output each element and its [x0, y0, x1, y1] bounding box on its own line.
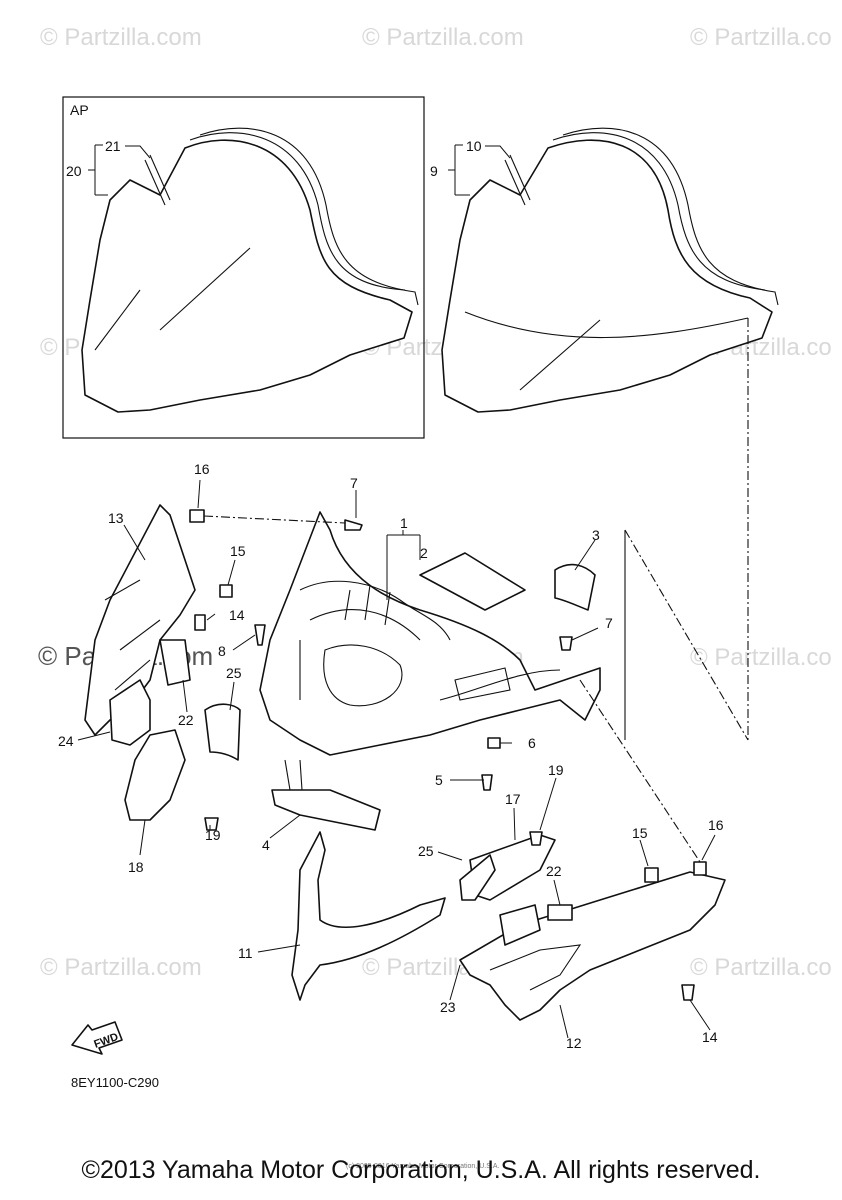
callout-24: 24: [58, 733, 74, 749]
ap-inset-frame: [62, 96, 425, 439]
pad-22: [159, 639, 191, 686]
callout-1: 1: [400, 515, 408, 531]
callout-9: 9: [430, 163, 438, 179]
pad-25: [204, 703, 241, 761]
callout-22: 22: [178, 712, 194, 728]
callout-10: 10: [466, 138, 482, 154]
screw-7b: [559, 636, 573, 651]
callout-23: 23: [440, 999, 456, 1015]
tiny-notice: (c) 2005-2016 Yamaha Motor Corporation, …: [346, 1163, 500, 1170]
screw-14: [194, 614, 206, 631]
upper-cowling: [259, 511, 601, 756]
screw-5: [481, 774, 493, 791]
grommet-16: [189, 509, 205, 523]
callout-14: 14: [229, 607, 245, 623]
callout-19b: 19: [548, 762, 564, 778]
panel-4: [271, 789, 381, 831]
nut-15b: [644, 867, 659, 883]
screw-19b: [529, 831, 543, 846]
callout-7: 7: [350, 475, 358, 491]
pad-22-right: [547, 904, 573, 921]
callout-4: 4: [262, 837, 270, 853]
leader-lines: [77, 479, 716, 1039]
callout-25: 25: [226, 665, 242, 681]
callout-16: 16: [194, 461, 210, 477]
callout-21: 21: [105, 138, 121, 154]
callout-8: 8: [218, 643, 226, 659]
screw-19: [204, 817, 219, 831]
copyright-notice: ©2013 Yamaha Motor Corporation, U.S.A. A…: [81, 1156, 761, 1184]
callout-13: 13: [108, 510, 124, 526]
callout-11: 11: [238, 945, 253, 961]
lower-fairing-12: [459, 871, 726, 1021]
fwd-arrow-icon: FWD: [71, 1021, 123, 1055]
panel-2: [419, 552, 526, 611]
callout-14b: 14: [702, 1029, 718, 1045]
callout-25b: 25: [418, 843, 434, 859]
panel-18: [124, 729, 186, 821]
callout-2: 2: [420, 545, 428, 561]
screw-7: [344, 519, 363, 531]
screw-8: [254, 624, 266, 646]
windshield: [441, 127, 779, 413]
watermark: © Partzilla.com: [40, 24, 202, 51]
lower-fairing-11: [291, 831, 446, 1001]
inset-box-label: AP: [70, 102, 89, 118]
callout-19: 19: [205, 827, 221, 843]
grommet-6: [487, 737, 501, 749]
pad-25-right: [459, 854, 496, 901]
callout-16b: 16: [708, 817, 724, 833]
callout-17: 17: [505, 791, 521, 807]
callout-labels: 1 2 3 4 5 6 7 7 8 9 10 11 12 13 14 14 15…: [58, 138, 724, 1051]
panel-24: [109, 679, 151, 746]
callout-15b: 15: [632, 825, 648, 841]
callout-7b: 7: [605, 615, 613, 631]
callout-18: 18: [128, 859, 144, 875]
callout-6: 6: [528, 735, 536, 751]
nut-15: [219, 584, 233, 598]
callout-5: 5: [435, 772, 443, 788]
watermark: © Partzilla.co: [690, 954, 832, 981]
grommet-16b: [693, 861, 707, 876]
callout-20: 20: [66, 163, 82, 179]
duct-3: [554, 563, 596, 611]
diagram-code: 8EY1100-C290: [71, 1075, 159, 1090]
callout-12: 12: [566, 1035, 582, 1051]
windshield-ap: [81, 127, 419, 413]
callout-22b: 22: [546, 863, 562, 879]
watermark: © Partzilla.com: [40, 954, 202, 981]
pad-23: [499, 904, 541, 946]
watermark: © Partzilla.co: [690, 24, 832, 51]
callout-3: 3: [592, 527, 600, 543]
callout-15: 15: [230, 543, 246, 559]
watermark: © Partzilla.com: [362, 24, 524, 51]
screw-14b: [681, 984, 695, 1001]
watermark: © Partzilla.co: [690, 644, 832, 671]
